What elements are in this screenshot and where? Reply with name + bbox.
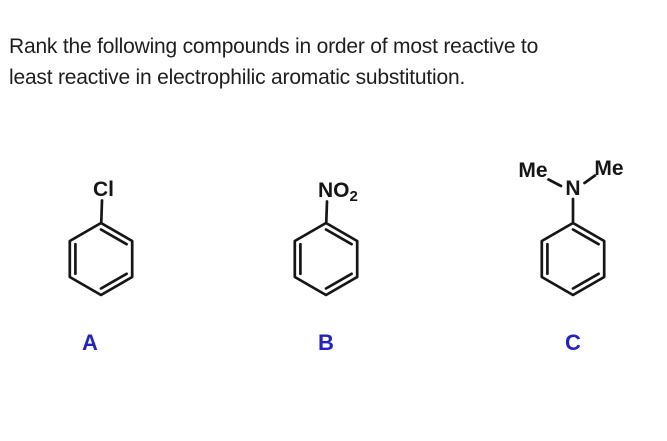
compound-c-dimethylaniline: Me N Me C (503, 150, 643, 356)
double-bond-bottom-right (99, 272, 128, 290)
benzene-ring (293, 221, 359, 297)
methyl-left-label: Me (518, 159, 547, 182)
question-text: Rank the following compounds in order of… (9, 31, 538, 93)
substituent-bond (99, 199, 104, 223)
nitrobenzene-structure: NO2 (293, 179, 359, 297)
double-bond-top-right (571, 228, 600, 246)
double-bond-bottom-right (324, 272, 353, 290)
nitrogen-atom-label: N (565, 177, 580, 200)
benzene-ring (68, 221, 134, 297)
nitrogen-methyl-right-bond (583, 174, 597, 185)
chlorobenzene-structure: Cl (68, 178, 134, 297)
methyl-left-nitrogen-bond (547, 178, 563, 188)
methyl-right-label: Me (594, 157, 623, 180)
question-line-1: Rank the following compounds in order of… (9, 35, 539, 58)
benzene-ring (540, 221, 606, 297)
compound-a-chlorobenzene: Cl A (31, 150, 171, 356)
nitro-group-label: NO2 (318, 179, 358, 205)
double-bond-top-right (99, 228, 128, 246)
question-line-2: least reactive in electrophilic aromatic… (9, 66, 466, 89)
compound-label-a: A (82, 330, 98, 355)
compound-label-c: C (565, 330, 581, 355)
compound-label-b: B (318, 330, 334, 355)
chlorine-atom-label: Cl (93, 178, 114, 201)
compound-b-nitrobenzene: NO2 B (256, 150, 396, 356)
double-bond-bottom-right (571, 272, 600, 290)
double-bond-top-right (324, 228, 353, 246)
nitro-group-main: NO (318, 179, 350, 202)
substituent-bond (324, 200, 329, 223)
dimethylaniline-structure: Me N Me (518, 157, 624, 297)
nitro-group-subscript: 2 (350, 188, 358, 205)
